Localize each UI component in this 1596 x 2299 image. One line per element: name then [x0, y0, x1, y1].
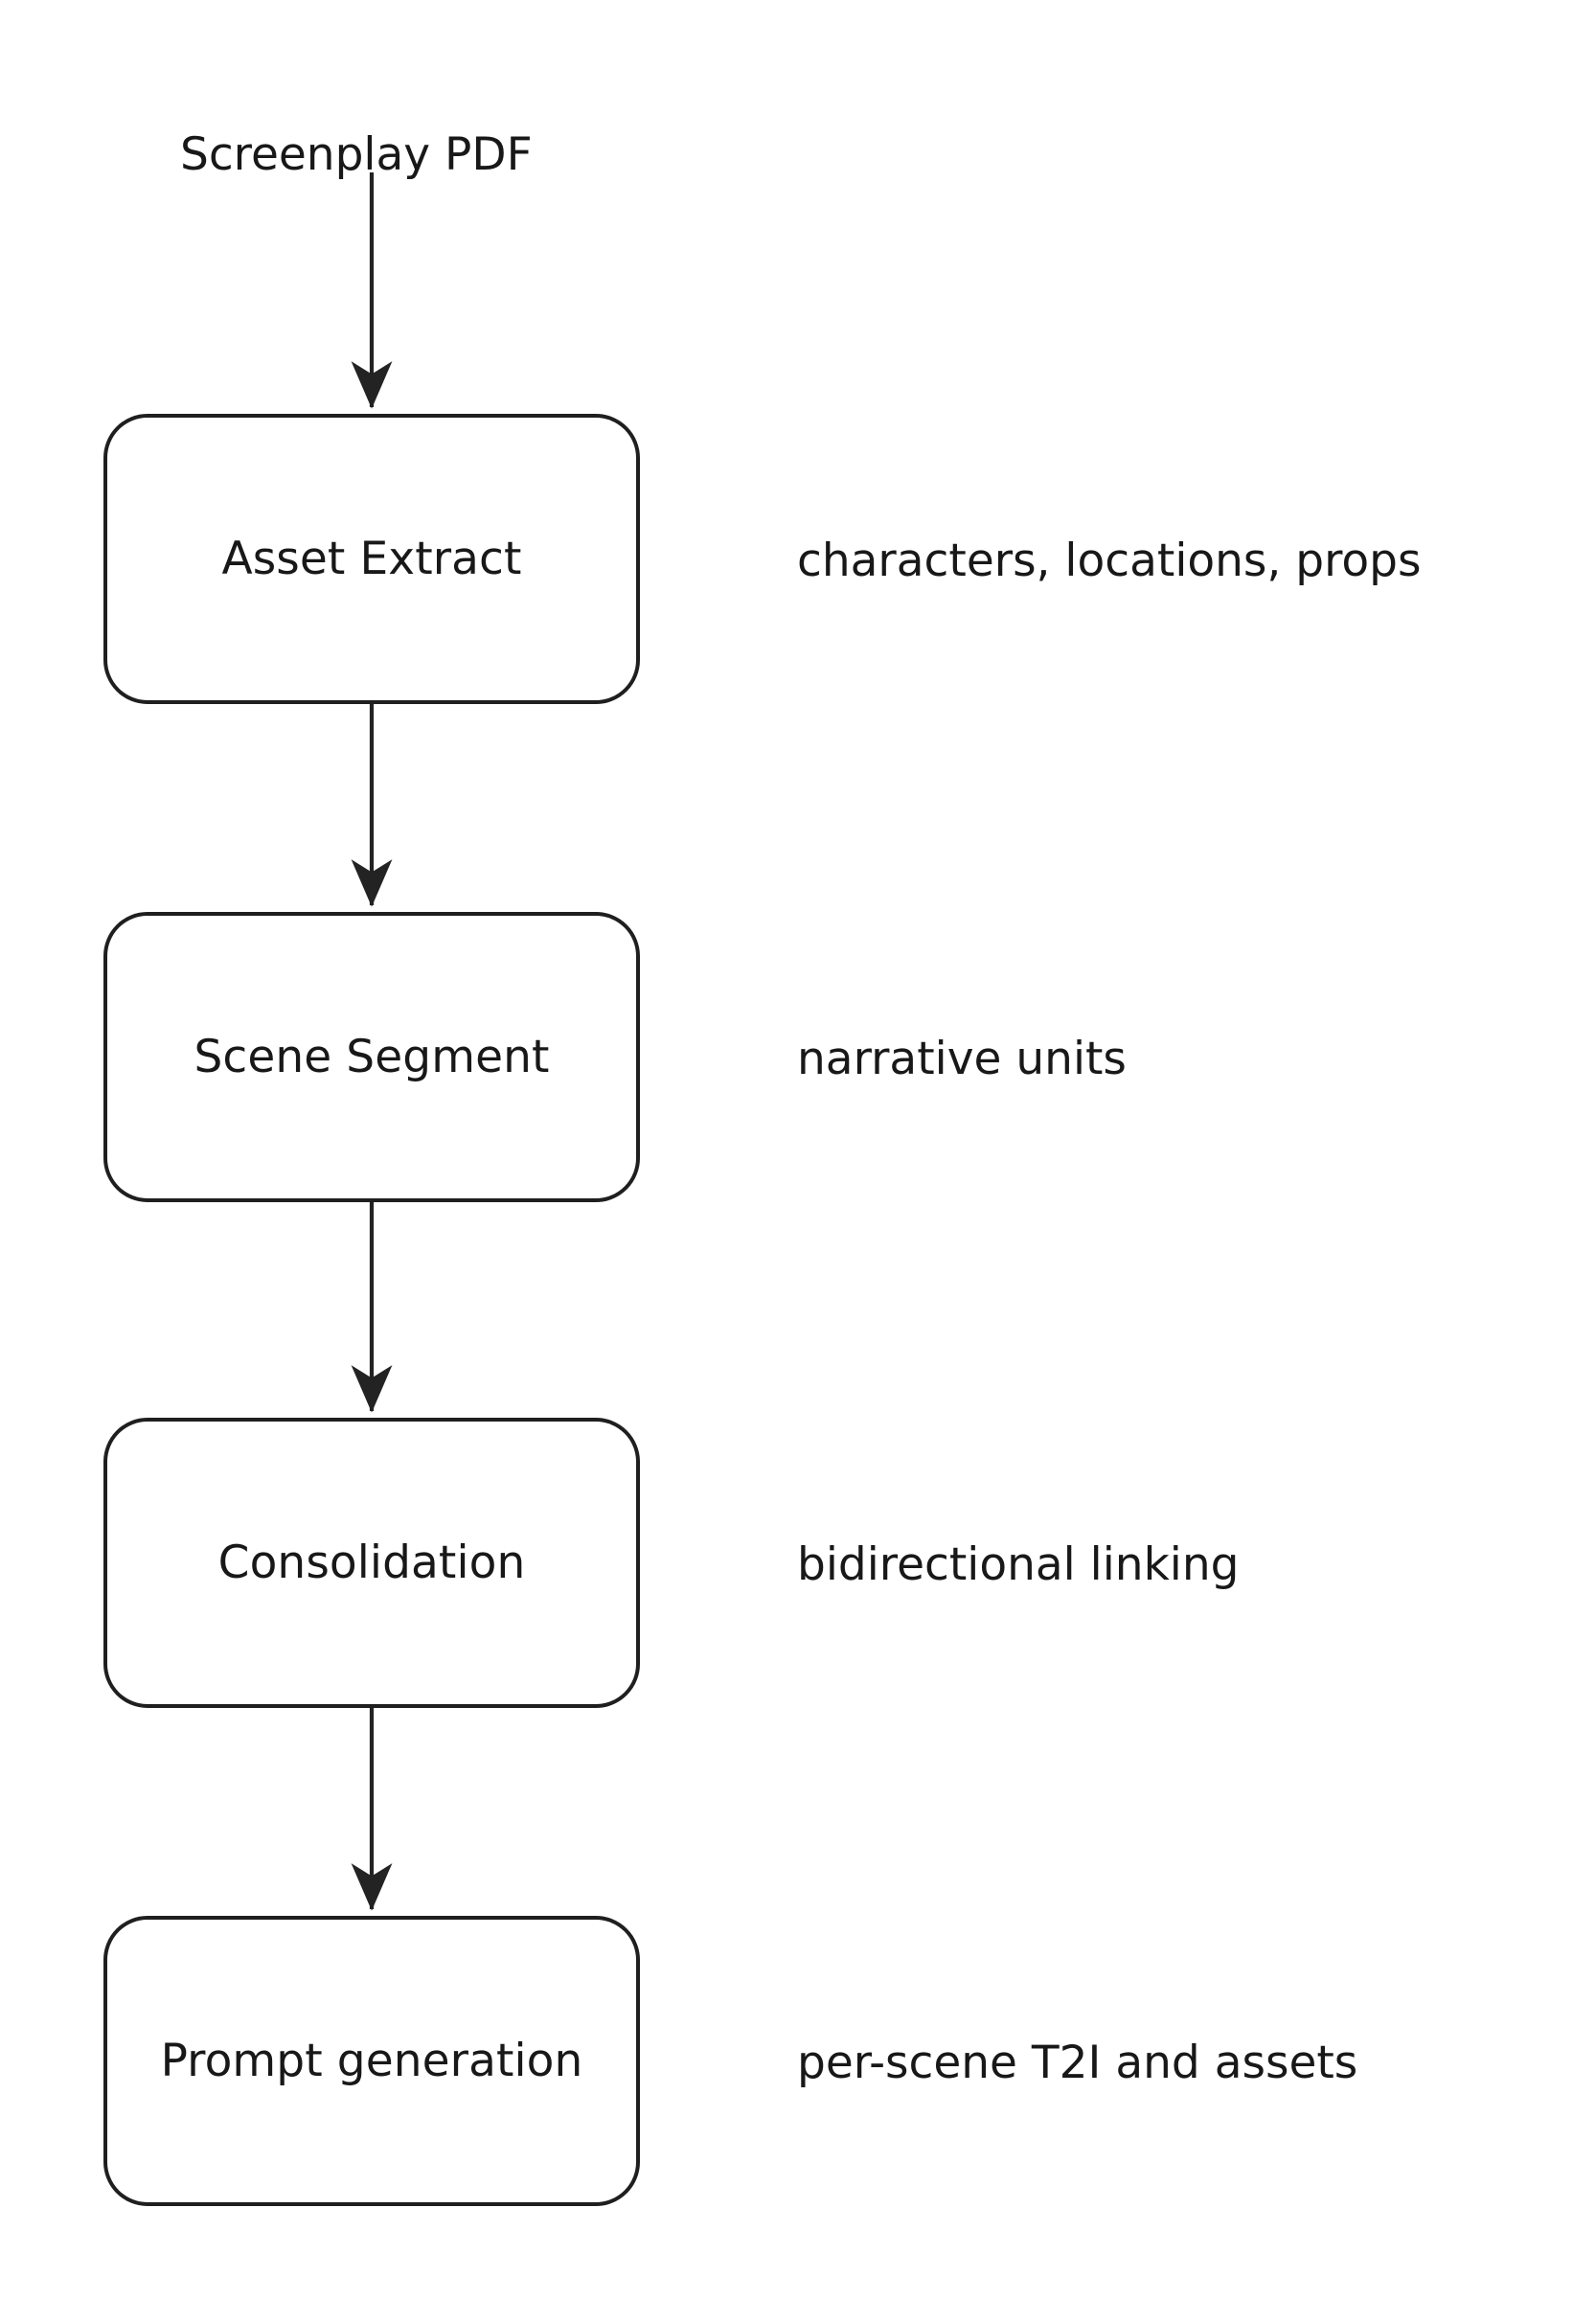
annotation-scene-segment: narrative units [797, 1033, 1127, 1085]
node-label-consolidation: Consolidation [217, 1536, 526, 1589]
annotation-prompt-generation: per-scene T2I and assets [797, 2037, 1358, 2089]
node-scene-segment[interactable]: Scene Segment [103, 912, 640, 1202]
annotation-asset-extract: characters, locations, props [797, 535, 1422, 587]
node-prompt-generation[interactable]: Prompt generation [103, 1916, 640, 2206]
annotation-consolidation: bidirectional linking [797, 1538, 1240, 1591]
source-label: Screenplay PDF [180, 128, 533, 181]
node-consolidation[interactable]: Consolidation [103, 1418, 640, 1708]
node-label-prompt-generation: Prompt generation [160, 2035, 583, 2087]
node-label-scene-segment: Scene Segment [194, 1031, 550, 1083]
node-label-asset-extract: Asset Extract [221, 533, 522, 585]
node-asset-extract[interactable]: Asset Extract [103, 414, 640, 704]
